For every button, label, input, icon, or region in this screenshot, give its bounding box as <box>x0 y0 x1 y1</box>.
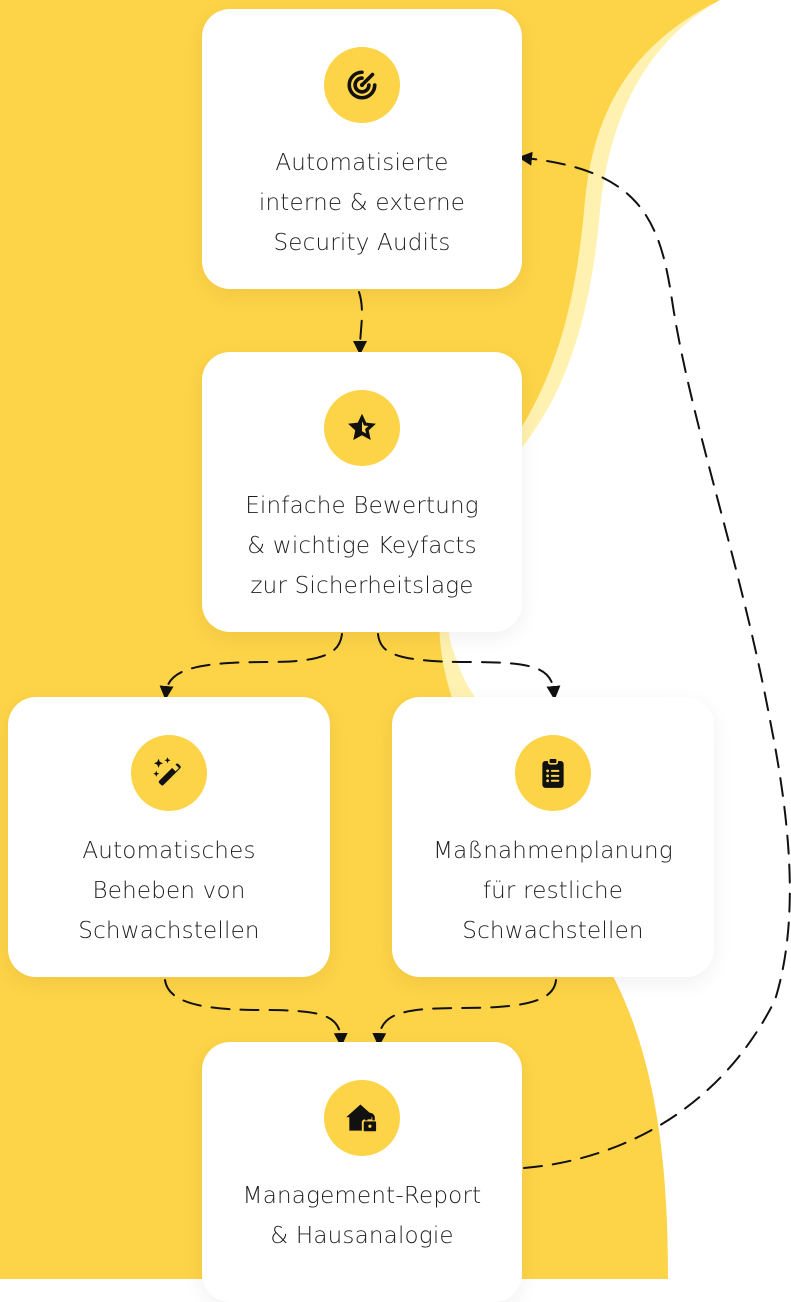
connector-planning-to-report <box>372 979 557 1047</box>
icon-badge <box>515 735 591 811</box>
step-card-autofix: Automatisches Beheben von Schwachstellen <box>8 697 330 977</box>
step-label: Einfache Bewertung & wichtige Keyfacts z… <box>245 493 479 599</box>
connector-report-to-audits <box>518 151 791 1169</box>
step-label: Automatisches Beheben von Schwachstellen <box>78 838 260 944</box>
step-label: Automatisierte interne & externe Securit… <box>258 150 466 256</box>
radar-target-icon <box>347 70 377 100</box>
icon-badge <box>324 1080 400 1156</box>
step-label: Management-Report & Hausanalogie <box>242 1183 482 1249</box>
house-lock-icon <box>346 1104 378 1134</box>
step-label: Maßnahmenplanung für restliche Schwachst… <box>433 838 673 944</box>
icon-badge <box>324 47 400 123</box>
clipboard-list-icon <box>542 757 564 788</box>
step-card-rating: Einfache Bewertung & wichtige Keyfacts z… <box>202 352 522 632</box>
connector-rating-to-autofix <box>159 633 343 700</box>
icon-badge <box>131 735 207 811</box>
step-card-report: Management-Report & Hausanalogie <box>202 1042 522 1302</box>
magic-wand-icon <box>153 757 181 786</box>
step-card-planning: Maßnahmenplanung für restliche Schwachst… <box>392 697 714 977</box>
connector-rating-to-planning <box>377 633 561 700</box>
connector-audits-to-rating <box>353 291 368 355</box>
star-badge-icon <box>348 413 376 440</box>
icon-badge <box>324 390 400 466</box>
connector-autofix-to-report <box>164 979 348 1047</box>
step-card-security-audits: Automatisierte interne & externe Securit… <box>202 9 522 289</box>
